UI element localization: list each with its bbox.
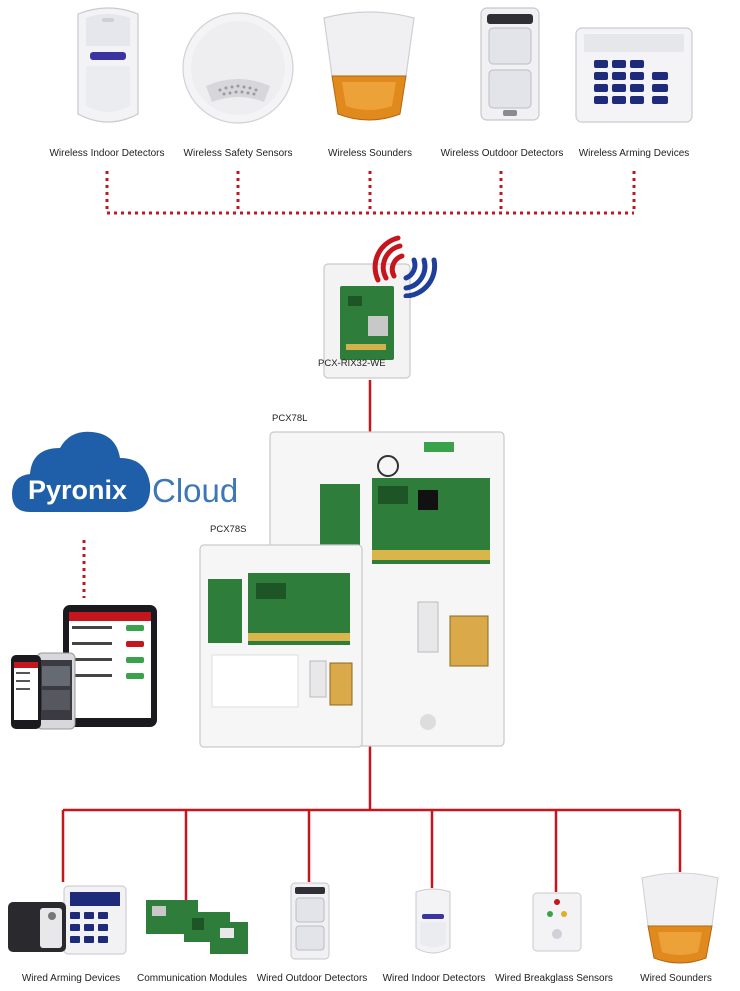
smartphone-icon (11, 655, 41, 729)
tablet-app-icon (63, 605, 157, 727)
wireless-link-dotted (82, 171, 636, 598)
smoke-sensor-icon (182, 12, 294, 124)
wireless-device-label: Wireless Safety Sensors (183, 148, 293, 159)
wireless-device-label: Wireless Outdoor Detectors (440, 148, 564, 159)
sounder-icon (323, 11, 415, 121)
cloud-icon (12, 431, 151, 512)
pir-detector-icon (415, 888, 451, 954)
wired-device-label: Wired Indoor Detectors (382, 973, 486, 984)
wired-device-label: Wired Sounders (640, 973, 712, 984)
cloud-word: Cloud (152, 472, 239, 509)
cloud-brand: Pyronix (28, 475, 128, 505)
smartphone-icon (36, 652, 76, 730)
breakglass-icon (532, 892, 582, 952)
wired-device-label: Wired Breakglass Sensors (495, 973, 613, 984)
large-panel-label: PCX78L (272, 413, 308, 424)
outdoor-detector-icon (290, 882, 330, 960)
wireless-device-label: Wireless Sounders (328, 148, 412, 159)
comm-module-icon (146, 900, 248, 954)
wired-device-label: Wired Arming Devices (21, 973, 121, 984)
wired-device-label: Communication Modules (136, 973, 248, 984)
wired-keypad-icon (8, 885, 127, 955)
wired-device-label: Wired Outdoor Detectors (256, 973, 368, 984)
sounder-icon (641, 872, 719, 964)
small-panel-icon (199, 544, 363, 748)
pir-detector-icon (77, 7, 139, 123)
receiver-module-icon (323, 263, 411, 379)
receiver-label: PCX-RIX32-WE (318, 358, 386, 369)
wireless-device-label: Wireless Arming Devices (578, 148, 690, 159)
wireless-signal-icon (372, 235, 438, 298)
wired-link-solid (61, 380, 682, 900)
keypad-icon (575, 27, 693, 123)
wireless-device-label: Wireless Indoor Detectors (49, 148, 165, 159)
outdoor-detector-icon (480, 7, 540, 121)
small-panel-label: PCX78S (210, 524, 247, 535)
